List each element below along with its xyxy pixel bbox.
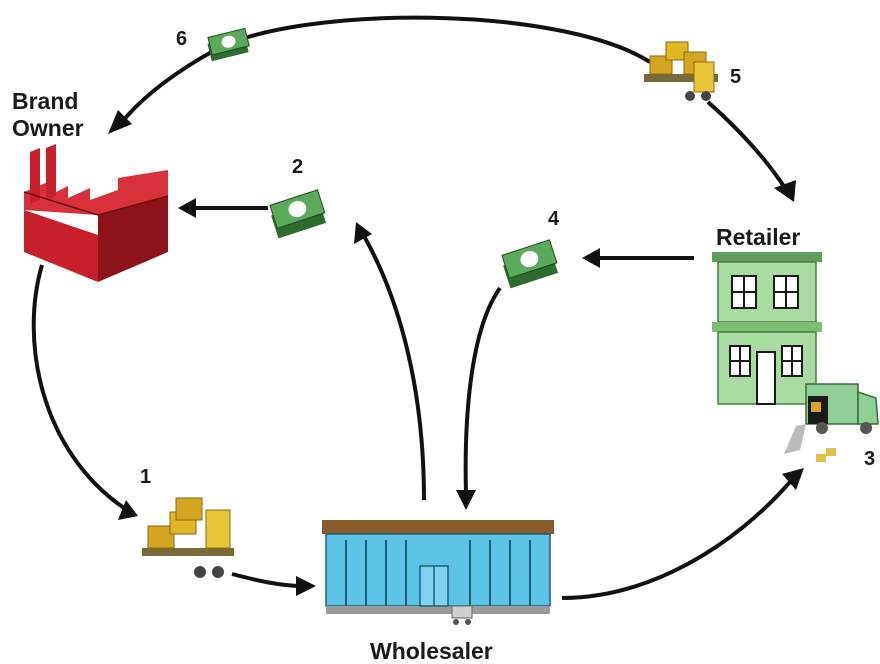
- store-roof-cap: [712, 252, 822, 262]
- factory-front: [24, 210, 98, 282]
- warehouse-base: [326, 606, 550, 614]
- flow-arrows: [31, 15, 792, 600]
- factory-chimney-2: [46, 144, 56, 200]
- arrow-payment-to-brand-owner: [120, 15, 652, 124]
- step-number-1: 1: [140, 466, 152, 488]
- step-number-5: 5: [730, 66, 742, 88]
- arrowhead-down: [456, 490, 476, 510]
- arrow-payment-up: [362, 235, 426, 501]
- warehouse-roof: [322, 520, 554, 534]
- step-number-4: 4: [548, 208, 560, 230]
- retailer-label: Retailer: [716, 224, 801, 250]
- arrow-goods-to-stage-3: [561, 480, 792, 600]
- factory-icon: [23, 144, 169, 282]
- store-band: [712, 322, 822, 332]
- cash-stack-icon-6: [207, 27, 250, 62]
- arrow-goods-to-stage-1: [31, 264, 126, 510]
- brand-owner-label-line1: Brand: [12, 88, 79, 114]
- arrowhead-wholesaler: [296, 576, 316, 596]
- arrow-payment-down: [463, 286, 502, 495]
- factory-side: [98, 196, 168, 282]
- store-icon: [712, 252, 822, 405]
- factory-chimney-1: [30, 148, 40, 204]
- arrow-goods-to-retailer: [706, 100, 787, 190]
- store-door: [756, 351, 776, 405]
- arrowhead-factory: [178, 198, 196, 218]
- step-number-6: 6: [176, 28, 188, 50]
- wholesaler-label: Wholesaler: [370, 638, 493, 664]
- arrowhead-retailer: [774, 180, 796, 202]
- warehouse-columns: [345, 540, 531, 606]
- cash-stack-icon-4: [501, 239, 559, 289]
- delivery-truck-icon: [784, 383, 879, 462]
- arrow-goods-to-wholesaler: [231, 572, 303, 588]
- forklift-boxes-icon-1: [142, 497, 234, 578]
- cash-stack-icon-2: [269, 189, 327, 239]
- warehouse-icon: [322, 520, 554, 625]
- arrowhead-up: [354, 222, 372, 244]
- arrowhead-brand-owner: [108, 110, 132, 134]
- arrow-heads: [108, 110, 804, 596]
- step-number-3: 3: [864, 448, 876, 470]
- arrowhead-stage-3: [782, 468, 804, 490]
- arrowhead-stage-1: [118, 500, 138, 520]
- forklift-boxes-icon-5: [644, 41, 718, 101]
- arrowhead-stage-4: [582, 248, 600, 268]
- brand-owner-label-line2: Owner: [12, 115, 84, 141]
- step-number-2: 2: [292, 156, 304, 178]
- truck-ramp: [784, 424, 806, 454]
- shopping-cart-icon: [451, 605, 473, 625]
